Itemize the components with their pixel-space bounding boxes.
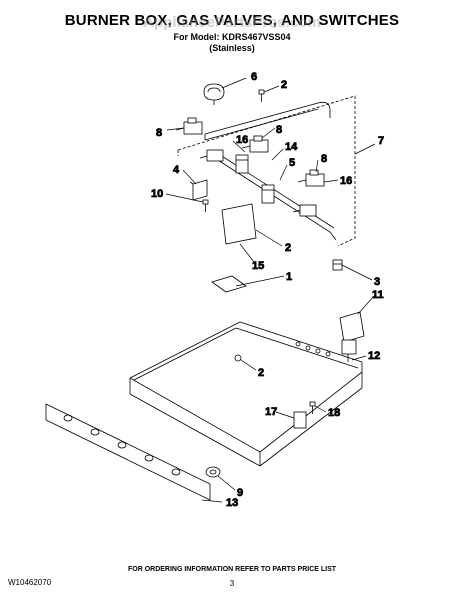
bracket-part-4 [189, 179, 208, 201]
regulator-part-11 [339, 311, 365, 362]
callout-2-box: 2 [258, 367, 264, 379]
callout-9: 9 [237, 487, 243, 499]
callout-2-middle: 2 [285, 242, 291, 254]
document-number: W10462070 [8, 578, 52, 587]
callout-6: 6 [251, 71, 257, 83]
finish-label: (Stainless) [209, 43, 255, 53]
switch-harness-part-6 [203, 83, 225, 105]
page-number: 3 [229, 579, 235, 588]
valve-left [175, 117, 203, 135]
knob-hole [144, 454, 154, 462]
callout-5: 5 [289, 157, 295, 169]
front-panel-part-13 [45, 403, 211, 501]
panel-part-15 [221, 203, 257, 245]
valve-center [241, 135, 269, 153]
ordering-note: FOR ORDERING INFORMATION REFER TO PARTS … [127, 566, 337, 573]
screw-part-10 [202, 199, 209, 212]
knob-hole [63, 414, 73, 422]
knob-hole [117, 441, 127, 449]
knob-hole [90, 428, 100, 436]
screw-part-2-top [258, 89, 265, 102]
callout-17: 17 [265, 406, 277, 418]
callout-11: 11 [372, 289, 384, 301]
burner-box-part-12 [129, 321, 363, 467]
callout-14: 14 [285, 141, 298, 153]
knob-hole [171, 468, 181, 476]
switch-part-16-lower [261, 184, 275, 204]
callout-13: 13 [226, 497, 238, 509]
valve-right [297, 169, 325, 187]
manifold-dashed-outline [177, 95, 356, 247]
page-title: BURNER BOX, GAS VALVES, AND SWITCHES [64, 12, 400, 29]
callout-8-center: 8 [276, 124, 282, 136]
callout-7: 7 [378, 135, 384, 147]
switch-part-16-upper [235, 154, 249, 174]
callout-3: 3 [374, 276, 380, 288]
callout-8-right: 8 [321, 153, 327, 165]
screw-part-2-box [234, 354, 242, 362]
callout-2-top: 2 [281, 79, 287, 91]
callout-18: 18 [328, 407, 340, 419]
screw-part-18 [309, 401, 316, 414]
model-line: For Model: KDRS467VSS04 [173, 32, 291, 42]
callout-16-lower: 16 [340, 175, 352, 187]
callout-4: 4 [173, 164, 180, 176]
valve-front-left [199, 149, 224, 162]
callout-10: 10 [151, 188, 163, 200]
switch-part-17 [293, 411, 307, 429]
pad-part-1 [211, 275, 247, 293]
callout-1: 1 [286, 271, 292, 283]
callout-15: 15 [252, 260, 264, 272]
callout-16-upper: 16 [236, 134, 248, 146]
callout-8-left: 8 [156, 127, 162, 139]
callout-12: 12 [368, 350, 380, 362]
leader-lines [165, 77, 376, 503]
valve-front-right [292, 204, 317, 217]
grommet-part-9 [205, 466, 221, 478]
orifice-part-3 [332, 259, 343, 271]
